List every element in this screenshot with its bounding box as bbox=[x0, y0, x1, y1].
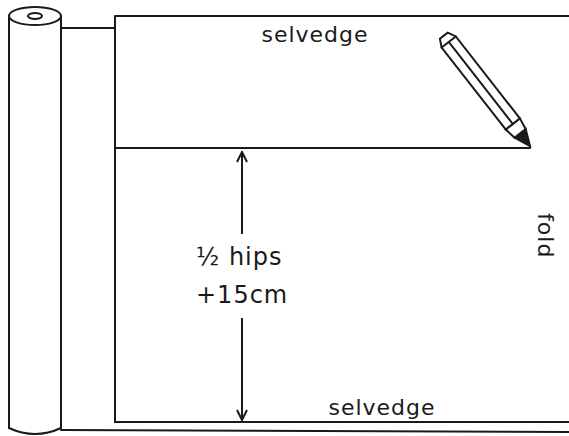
dimension-label: ½ hips +15cm bbox=[192, 234, 296, 319]
fabric-roll bbox=[9, 7, 569, 434]
fabric-edge bbox=[115, 16, 569, 422]
edge-label: selvedge bbox=[261, 21, 368, 49]
edge-label: selvedge bbox=[328, 394, 435, 422]
chalk-line bbox=[115, 147, 530, 149]
pencil bbox=[437, 30, 537, 151]
fold-label: fold bbox=[532, 213, 560, 258]
